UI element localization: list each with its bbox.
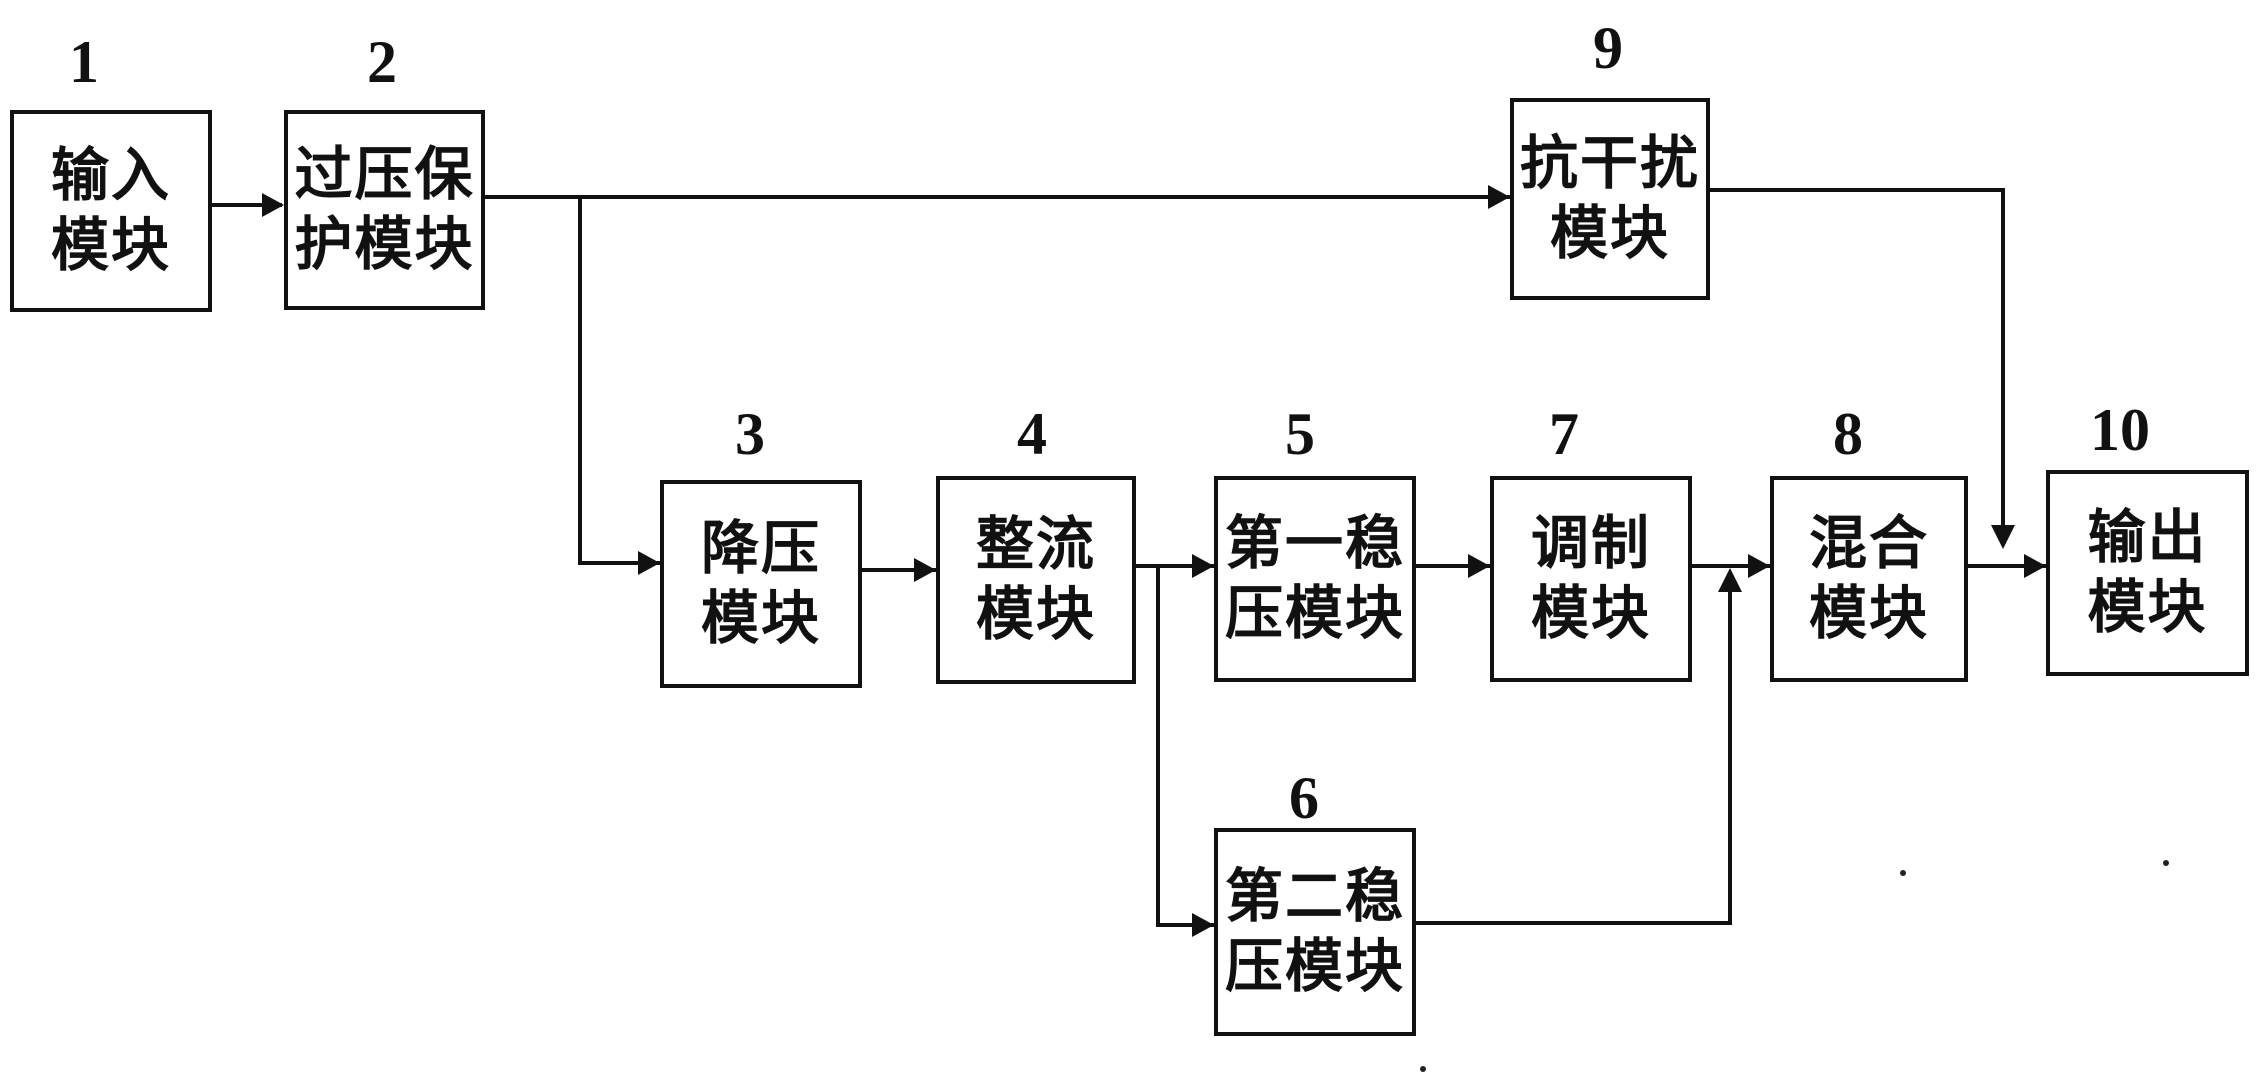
second-regulator-line-1: 第二稳 <box>1224 862 1405 931</box>
second-regulator-module: 第二稳 压模块 <box>1214 828 1416 1036</box>
rectifier-line-1: 整流 <box>975 510 1096 579</box>
arrowhead <box>1991 525 2015 549</box>
anti-interference-line-1: 抗干扰 <box>1519 129 1700 198</box>
rectifier-module: 整流 模块 <box>936 476 1136 684</box>
second-regulator-line-2: 压模块 <box>1224 932 1405 1000</box>
scan-speck <box>1420 1066 1426 1072</box>
arrowhead <box>1488 185 1510 209</box>
first-regulator-module: 第一稳 压模块 <box>1214 476 1416 682</box>
input-module: 输入 模块 <box>10 110 212 312</box>
connector-protection-to-step-down <box>578 197 660 565</box>
step-down-module: 降压 模块 <box>660 480 862 688</box>
modulation-line-2: 模块 <box>1530 579 1651 647</box>
block-number-2: 2 <box>367 29 397 95</box>
arrowhead <box>262 193 284 217</box>
scan-speck <box>1900 870 1906 876</box>
first-regulator-line-2: 压模块 <box>1224 579 1405 647</box>
connector-anti-interference-to-output <box>1710 188 2005 545</box>
overvoltage-protection-line-2: 护模块 <box>294 210 475 278</box>
anti-interference-module: 抗干扰 模块 <box>1510 98 1710 300</box>
arrowhead <box>1192 554 1214 578</box>
connector-second-regulator-to-mixing <box>1416 572 1732 925</box>
output-module-line-2: 模块 <box>2087 573 2208 641</box>
block-number-6: 6 <box>1289 765 1319 831</box>
modulation-line-1: 调制 <box>1530 509 1651 578</box>
modulation-module: 调制 模块 <box>1490 476 1692 682</box>
scan-speck <box>2163 860 2169 866</box>
block-number-7: 7 <box>1549 401 1579 467</box>
step-down-line-1: 降压 <box>700 514 821 583</box>
mixing-module: 混合 模块 <box>1770 476 1968 682</box>
arrowhead <box>638 551 660 575</box>
block-number-1: 1 <box>69 29 99 95</box>
output-module-line-1: 输出 <box>2087 503 2208 572</box>
rectifier-line-2: 模块 <box>975 580 1096 648</box>
block-number-4: 4 <box>1017 401 1047 467</box>
mixing-line-2: 模块 <box>1808 579 1929 647</box>
arrowhead <box>2024 554 2046 578</box>
input-module-line-1: 输入 <box>50 141 171 210</box>
overvoltage-protection-module: 过压保 护模块 <box>284 110 485 310</box>
block-number-8: 8 <box>1833 401 1863 467</box>
anti-interference-line-2: 模块 <box>1549 199 1670 267</box>
step-down-line-2: 模块 <box>700 584 821 652</box>
arrowhead <box>1468 554 1490 578</box>
input-module-line-2: 模块 <box>50 211 171 279</box>
arrowhead <box>914 558 936 582</box>
first-regulator-line-1: 第一稳 <box>1224 509 1405 578</box>
overvoltage-protection-line-1: 过压保 <box>294 140 475 209</box>
block-number-10: 10 <box>2090 397 2150 463</box>
block-number-3: 3 <box>735 401 765 467</box>
block-number-9: 9 <box>1593 15 1623 81</box>
output-module: 输出 模块 <box>2046 470 2249 676</box>
mixing-line-1: 混合 <box>1808 509 1929 578</box>
block-number-5: 5 <box>1285 401 1315 467</box>
arrowhead <box>1192 913 1214 937</box>
arrowhead <box>1718 568 1742 592</box>
connector-rectifier-to-second-regulator <box>1156 566 1214 927</box>
arrowhead <box>1748 554 1770 578</box>
